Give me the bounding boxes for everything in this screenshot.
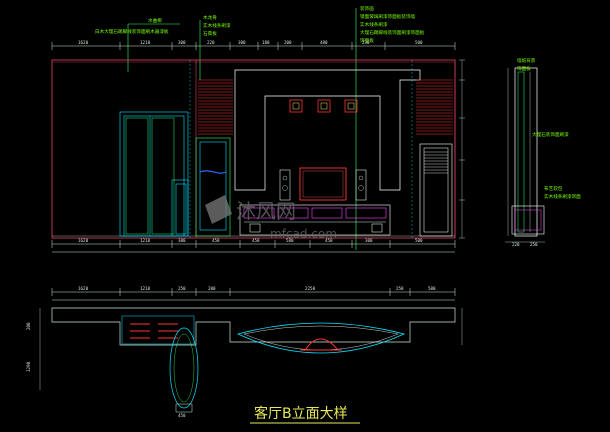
dim-plan-1: 1210 <box>140 286 151 291</box>
right-door <box>419 143 453 237</box>
dim-top-9: 500 <box>415 40 423 45</box>
dim-top-1: 1210 <box>140 40 151 45</box>
dim-plan-3: 200 <box>208 286 216 291</box>
top-dimension-labels: 1620 1210 300 220 300 180 200 480 230 50… <box>78 40 423 45</box>
note-top-mid-1: 木龙骨 <box>203 14 217 21</box>
dim-side-0: 220 <box>512 242 520 247</box>
plan-dimension-labels: 1620 1210 250 200 2250 250 500 <box>78 286 436 291</box>
top-annotations: 水曲柳 白木大理石踢脚线装饰面刷木器漆板 木龙骨 实木线条刷漆 石膏板 装饰画 … <box>95 5 425 250</box>
dim-plan-6: 500 <box>428 286 436 291</box>
elevation-wall <box>51 59 465 239</box>
dim-plan-5: 250 <box>396 286 404 291</box>
watermark-url: mfcad.com <box>270 227 337 241</box>
dim-top-3: 220 <box>207 40 215 45</box>
note-top-mid-2: 实木线条刷漆 <box>203 22 231 29</box>
dim-top-0: 1620 <box>78 40 89 45</box>
watermark: 沐风网 mfcad.com <box>205 195 337 241</box>
dim-bottom-7: 300 <box>365 238 373 243</box>
plan-dimension-row <box>51 288 456 301</box>
note-side-2: 饰面板 <box>517 65 531 72</box>
note-top-right-4: 大理石踢脚线装饰面刷漆饰面板 <box>360 29 425 36</box>
bottom-dimension-row <box>51 240 456 253</box>
note-side-4: 布艺软包 <box>544 185 563 192</box>
dim-bottom-5: 580 <box>286 238 294 243</box>
dim-bottom-4: 450 <box>252 238 260 243</box>
top-dimension-row <box>51 42 456 50</box>
dim-plan-4: 2250 <box>305 286 316 291</box>
dim-top-8: 230 <box>362 40 370 45</box>
dim-top-4: 300 <box>238 40 246 45</box>
note-top-mid-3: 石膏板 <box>203 30 217 37</box>
note-side-1: 墙纸背景 <box>517 57 536 64</box>
note-top-right-2: 镜面玻璃刷漆饰面板装饰墙 <box>360 13 416 20</box>
drawing-title: 客厅B立面大样 <box>254 405 348 422</box>
note-side-3: 大理石装饰面刷漆 <box>532 131 569 138</box>
dim-plan-left-0: 200 <box>26 322 31 330</box>
dim-bottom-3: 450 <box>212 238 220 243</box>
note-side-5: 实木线条刷漆饰面 <box>544 193 581 200</box>
left-wardrobe <box>119 111 189 237</box>
dim-bottom-8: 500 <box>415 238 423 243</box>
side-section: 墙纸背景 饰面板 大理石装饰面刷漆 布艺软包 实木线条刷漆饰面 220 250 <box>505 57 581 247</box>
dim-side-1: 250 <box>530 242 538 247</box>
dim-plan-bottom-0: 450 <box>178 413 186 418</box>
dim-bottom-2: 300 <box>178 238 186 243</box>
dim-plan-left-1: 1290 <box>26 361 31 372</box>
bottom-dimension-labels: 1620 1210 300 450 450 580 450 300 500 <box>78 238 423 243</box>
note-top-right-1: 装饰画 <box>360 5 374 12</box>
dim-bottom-1: 1210 <box>140 238 151 243</box>
note-top-left-1: 水曲柳 <box>148 17 162 24</box>
dim-top-7: 480 <box>320 40 328 45</box>
note-top-right-5: 饰面板 <box>360 37 374 44</box>
dim-top-5: 180 <box>262 40 270 45</box>
dim-plan-2: 250 <box>178 286 186 291</box>
left-door <box>195 137 231 237</box>
picture-frames <box>289 99 358 113</box>
watermark-text: 沐风网 <box>236 199 296 223</box>
dim-plan-0: 1620 <box>78 286 89 291</box>
plan-view: 450 200 1290 <box>26 307 463 418</box>
title-block: 客厅B立面大样 <box>250 405 360 424</box>
tv-unit <box>279 167 367 201</box>
dim-top-2: 300 <box>178 40 186 45</box>
tv-cabinet <box>239 204 391 236</box>
left-wardrobe-green <box>125 117 175 235</box>
note-top-left-2: 白木大理石踢脚线装饰面刷木器漆板 <box>95 28 169 35</box>
dim-top-6: 200 <box>284 40 292 45</box>
dim-bottom-6: 450 <box>325 238 333 243</box>
note-top-right-3: 实木线条刷漆 <box>360 21 388 28</box>
dim-bottom-0: 1620 <box>78 238 89 243</box>
